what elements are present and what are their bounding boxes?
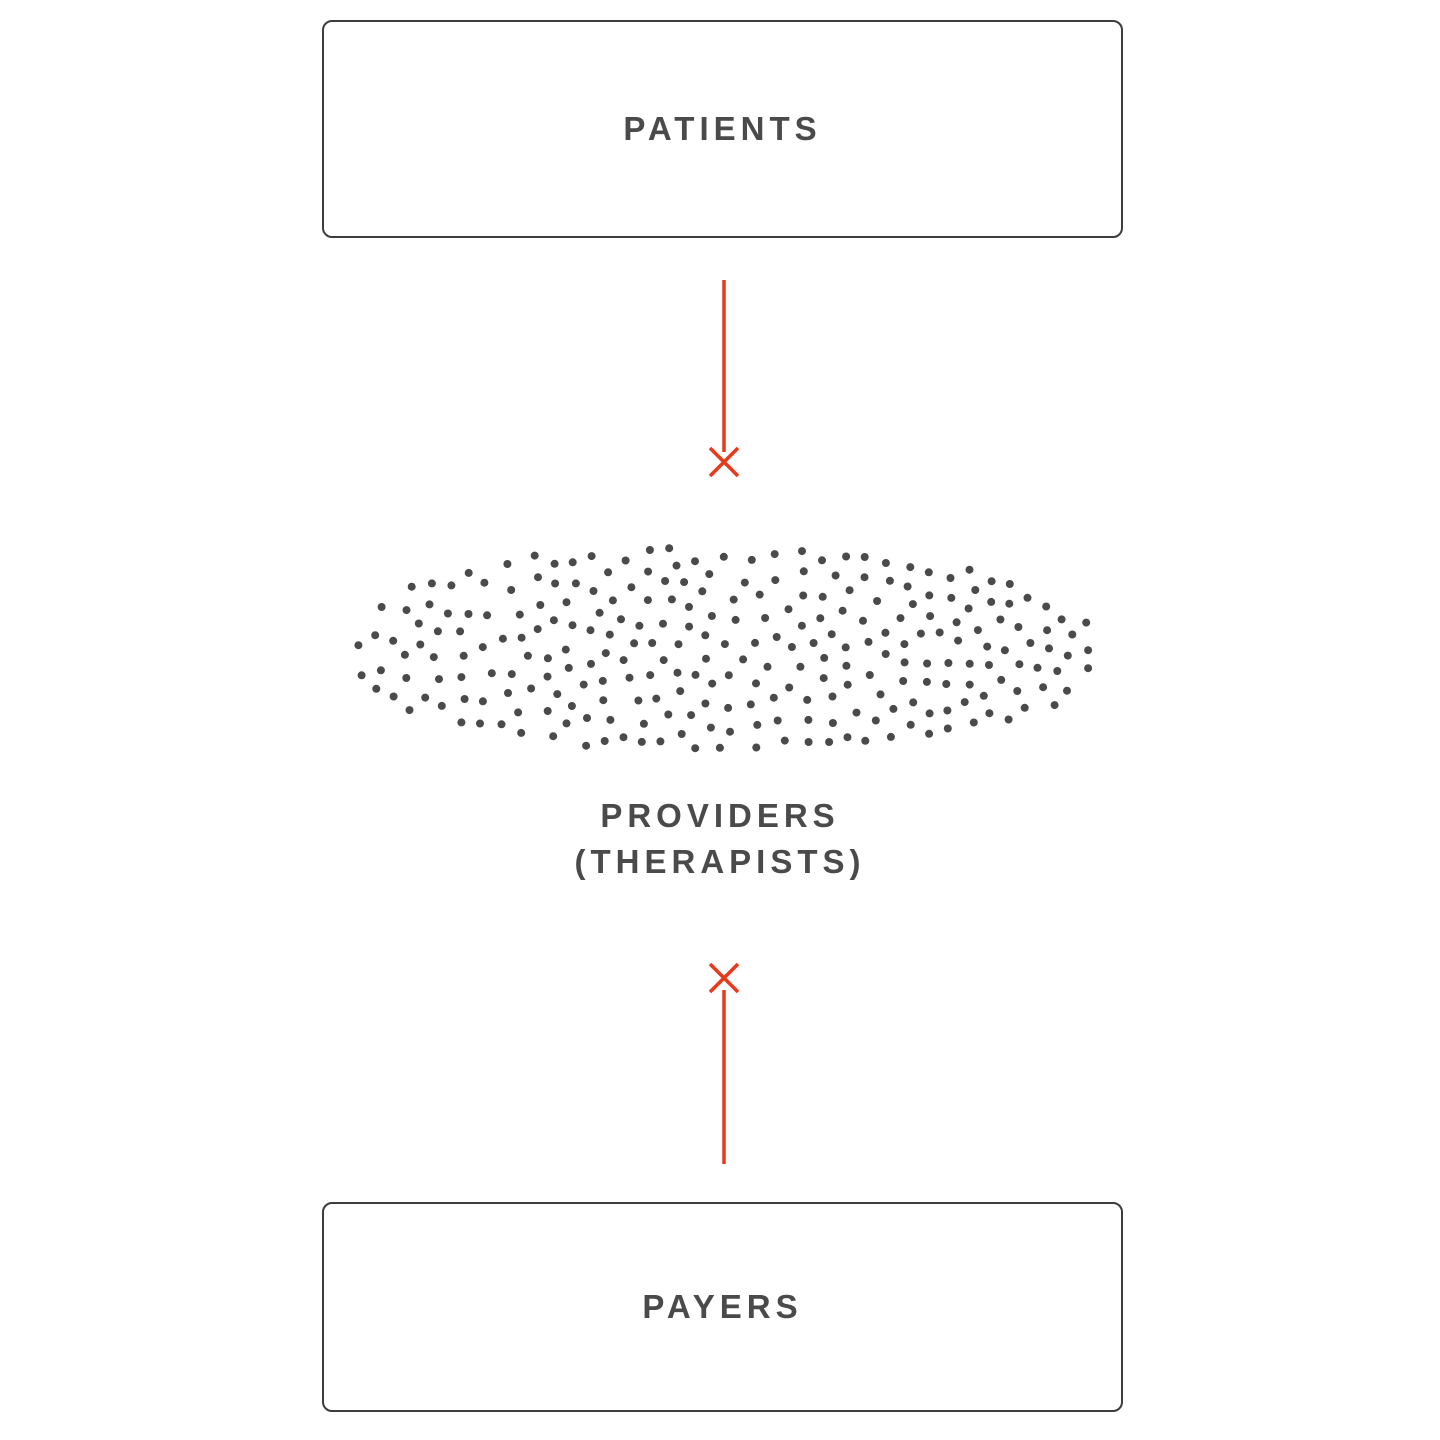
blocked-x-icon — [708, 962, 740, 994]
providers-label: PROVIDERS (THERAPISTS) — [0, 793, 1440, 884]
payers-to-providers-blocked-arrow — [708, 962, 740, 1164]
payers-box: PAYERS — [322, 1202, 1123, 1412]
payers-label: PAYERS — [642, 1288, 803, 1325]
providers-dot-cluster — [354, 544, 1093, 753]
blocked-x-icon — [708, 446, 740, 478]
patients-box: PATIENTS — [322, 20, 1123, 238]
patients-label: PATIENTS — [623, 110, 822, 147]
providers-label-line2: (THERAPISTS) — [574, 842, 866, 880]
providers-label-line1: PROVIDERS — [600, 797, 840, 834]
patients-to-providers-blocked-arrow — [708, 280, 740, 478]
